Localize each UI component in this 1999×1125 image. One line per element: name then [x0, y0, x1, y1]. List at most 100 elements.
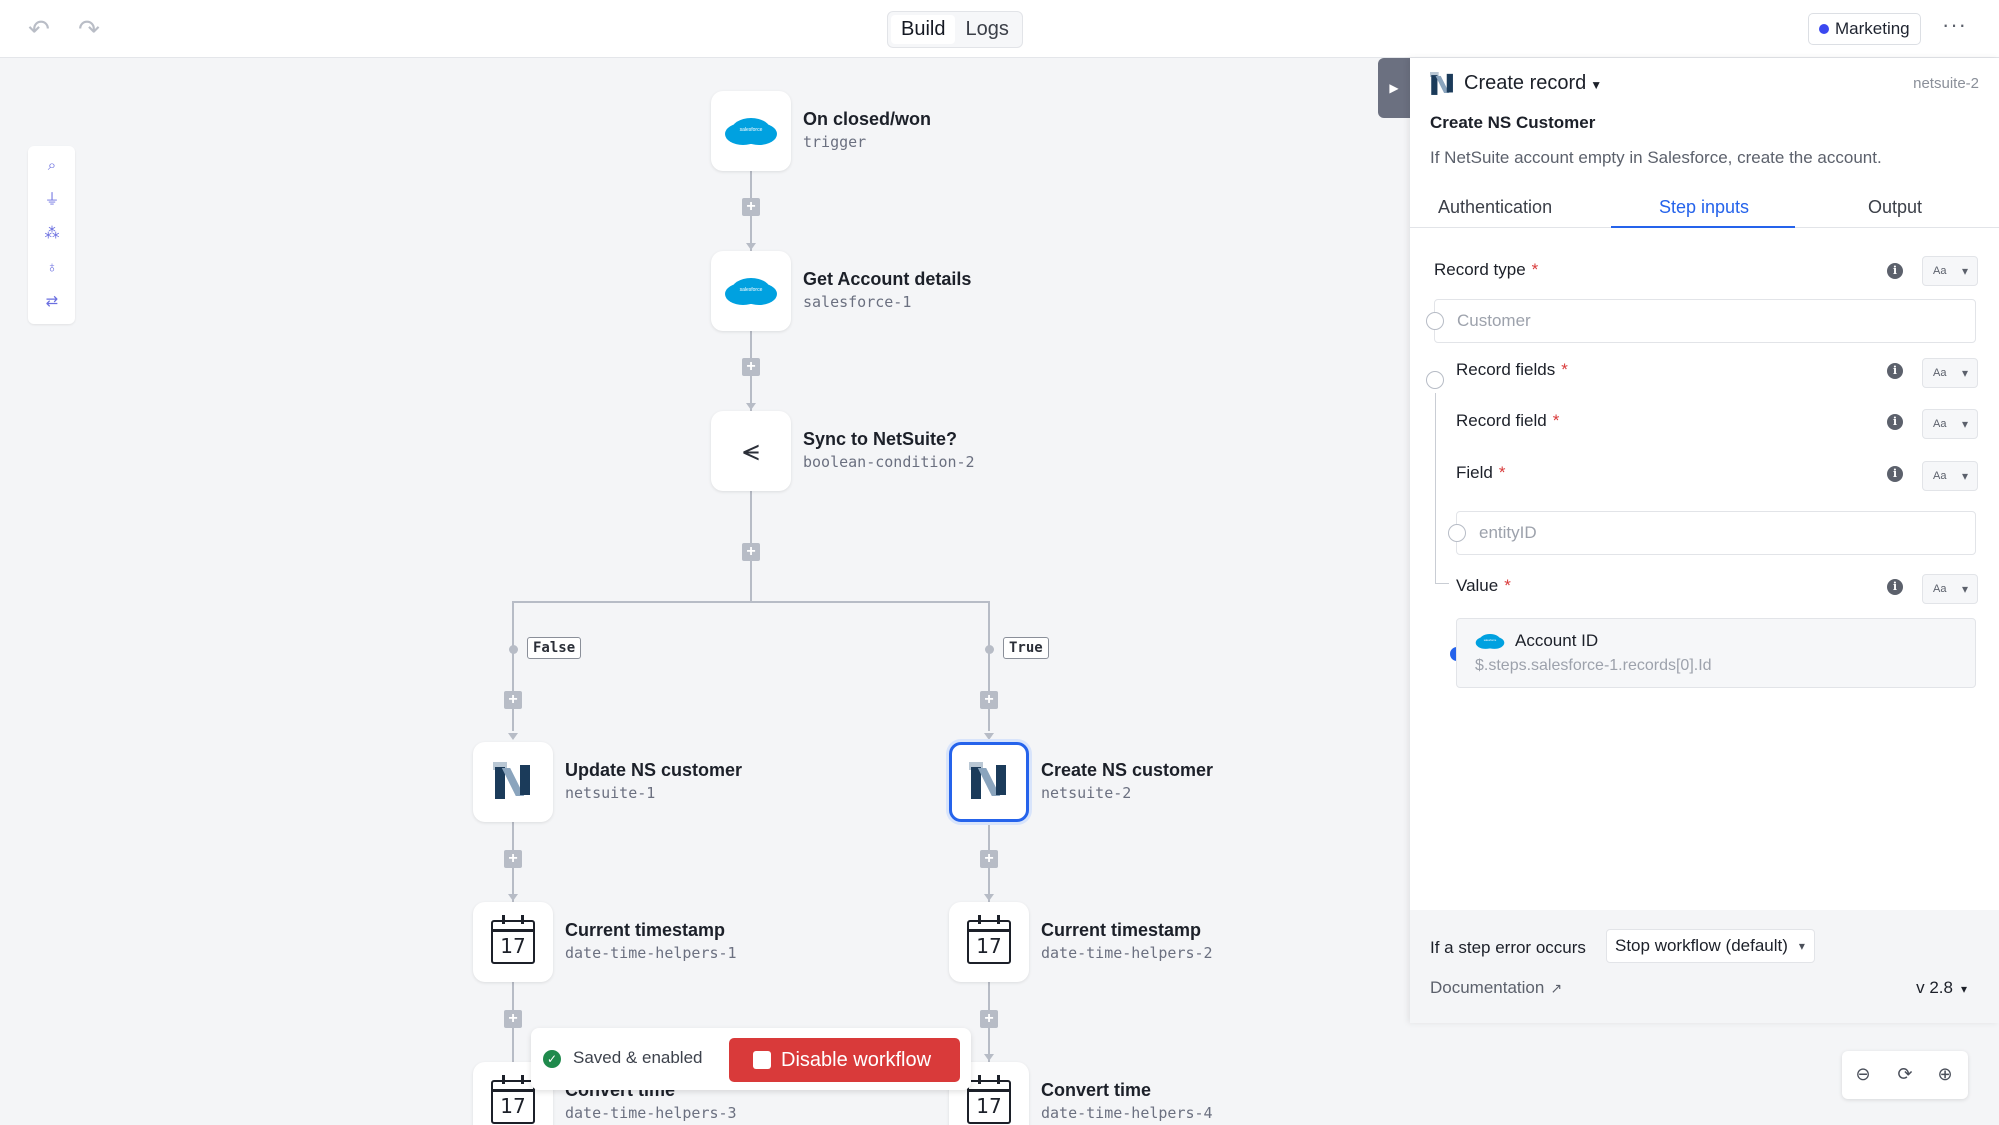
documentation-link[interactable]: Documentation↗ [1430, 978, 1563, 997]
workflow-canvas[interactable]: ⌕ ⏚ ⁂ ♁ ⇄ [0, 58, 1410, 1125]
tab-logs[interactable]: Logs [965, 18, 1009, 40]
environment-dot [1819, 24, 1829, 34]
error-handling-select[interactable]: Stop workflow (default) [1606, 929, 1815, 963]
reference-path: $.steps.salesforce-1.records[0].Id [1475, 657, 1712, 674]
arrow-icon [984, 894, 994, 901]
branch-dot [985, 645, 994, 654]
zoom-in-icon[interactable]: ⊕ [1937, 1064, 1953, 1084]
node-icon-box: 17 [473, 902, 553, 982]
input-mode-radio[interactable] [1448, 524, 1466, 542]
undo-icon[interactable]: ↶ [28, 14, 50, 44]
salesforce-icon [731, 118, 771, 144]
connector [512, 601, 514, 731]
arrow-icon [746, 403, 756, 410]
tab-output[interactable]: Output [1868, 197, 1923, 217]
tree-line [1435, 583, 1449, 584]
tab-authentication[interactable]: Authentication [1438, 197, 1553, 217]
add-step-button[interactable]: + [980, 850, 998, 868]
environment-selector[interactable]: Marketing [1808, 13, 1921, 45]
type-toggle[interactable]: Aa [1922, 574, 1978, 604]
type-toggle[interactable]: Aa [1922, 358, 1978, 388]
tab-build[interactable]: Build [891, 15, 956, 44]
node-icon-box: ⪪ [711, 411, 791, 491]
step-id: netsuite-2 [1913, 75, 1979, 92]
panel-header: Create record▼ netsuite-2 Create NS Cust… [1410, 58, 1999, 228]
add-step-button[interactable]: + [980, 691, 998, 709]
step-description[interactable]: If NetSuite account empty in Salesforce,… [1430, 148, 1882, 167]
action-label: Create record [1464, 72, 1587, 94]
step-name[interactable]: Create NS Customer [1430, 113, 1596, 132]
node-id: date-time-helpers-2 [1041, 944, 1213, 962]
branch-dot [509, 645, 518, 654]
add-step-button[interactable]: + [504, 1010, 522, 1028]
node-title: Update NS customer [565, 760, 743, 780]
top-bar: ↶ ↷ Build Logs Marketing ··· [0, 0, 1999, 58]
node-title: Convert time [1041, 1080, 1152, 1100]
search-icon[interactable]: ⌕ [47, 157, 57, 174]
add-step-button[interactable]: + [980, 1010, 998, 1028]
arrow-icon [984, 1054, 994, 1061]
more-icon[interactable]: ··· [1942, 12, 1967, 37]
add-step-button[interactable]: + [504, 691, 522, 709]
status-text: Saved & enabled [573, 1048, 703, 1067]
environment-label: Marketing [1835, 19, 1910, 38]
node-icon-box: 17 [949, 902, 1029, 982]
version-selector[interactable]: v 2.8 [1916, 978, 1967, 998]
input-mode-radio[interactable] [1426, 312, 1444, 330]
add-step-button[interactable]: + [504, 850, 522, 868]
lightbulb-icon[interactable]: ♁ [46, 259, 58, 276]
node-icon-box [949, 742, 1029, 822]
value-label: Value* [1456, 576, 1511, 595]
add-step-button[interactable]: + [742, 543, 760, 561]
info-icon[interactable]: i [1887, 263, 1903, 279]
check-icon: ✓ [543, 1050, 561, 1068]
node-icon-box: 17 [949, 1062, 1029, 1125]
record-fields-label: Record fields* [1456, 360, 1568, 379]
add-step-button[interactable]: + [742, 198, 760, 216]
step-inputs-form: Record type* i Aa Customer Record fields… [1410, 228, 1999, 910]
node-id: date-time-helpers-3 [565, 1104, 737, 1122]
input-mode-radio[interactable] [1426, 371, 1444, 389]
node-id: date-time-helpers-4 [1041, 1104, 1213, 1122]
action-selector[interactable]: Create record▼ [1464, 72, 1602, 95]
node-title: Create NS customer [1041, 760, 1214, 780]
zoom-controls: ⊖ ⟳ ⊕ [1842, 1051, 1968, 1099]
arrow-icon [984, 733, 994, 740]
node-id: boolean-condition-2 [803, 453, 975, 471]
node-id: netsuite-1 [565, 784, 656, 802]
type-toggle[interactable]: Aa [1922, 409, 1978, 439]
tab-step-inputs[interactable]: Step inputs [1659, 197, 1750, 217]
record-type-label: Record type* [1434, 260, 1539, 279]
branch-label-true: True [1003, 637, 1049, 659]
connector [988, 601, 990, 731]
calendar-icon: 17 [967, 915, 1011, 964]
sync-icon[interactable]: ⇄ [45, 293, 59, 310]
value-reference-field[interactable]: Account ID $.steps.salesforce-1.records[… [1456, 618, 1976, 688]
add-step-button[interactable]: + [742, 358, 760, 376]
plug-icon[interactable]: ⏚ [44, 191, 60, 208]
record-field-label: Record field* [1456, 411, 1560, 430]
type-toggle[interactable]: Aa [1922, 461, 1978, 491]
node-title: Current timestamp [1041, 920, 1202, 940]
field-input[interactable]: entityID [1456, 511, 1976, 555]
node-icon-box [711, 251, 791, 331]
zoom-out-icon[interactable]: ⊖ [1855, 1064, 1871, 1084]
reset-zoom-icon[interactable]: ⟳ [1897, 1064, 1913, 1084]
info-icon[interactable]: i [1887, 579, 1903, 595]
node-title: On closed/won [803, 109, 932, 129]
calendar-icon: 17 [491, 1075, 535, 1124]
info-icon[interactable]: i [1887, 363, 1903, 379]
record-type-input[interactable]: Customer [1434, 299, 1976, 343]
collapse-panel-button[interactable]: ▶ [1378, 58, 1410, 118]
panel-footer: If a step error occurs Stop workflow (de… [1410, 910, 1999, 1023]
node-id: trigger [803, 133, 867, 151]
type-toggle[interactable]: Aa [1922, 256, 1978, 286]
info-icon[interactable]: i [1887, 414, 1903, 430]
node-id: salesforce-1 [803, 293, 912, 311]
disable-workflow-button[interactable]: Disable workflow [729, 1038, 960, 1082]
stop-icon [753, 1051, 771, 1069]
connector [512, 601, 990, 603]
info-icon[interactable]: i [1887, 466, 1903, 482]
components-icon[interactable]: ⁂ [44, 225, 60, 242]
redo-icon[interactable]: ↷ [78, 14, 100, 44]
